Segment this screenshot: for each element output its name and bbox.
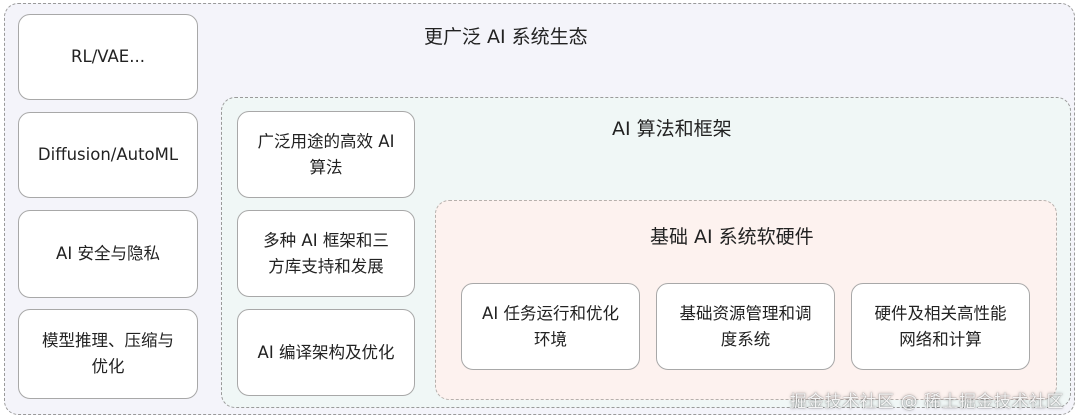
box-label: AI 任务运行和优化环境: [482, 303, 619, 349]
box-ai-security: AI 安全与隐私: [18, 210, 198, 298]
box-rl-vae: RL/VAE...: [18, 14, 198, 100]
box-label: 模型推理、压缩与优化: [42, 331, 174, 376]
box-task-runtime: AI 任务运行和优化环境: [461, 283, 640, 370]
box-label: RL/VAE...: [71, 47, 145, 67]
base-layer-title: 基础 AI 系统软硬件: [650, 226, 814, 248]
box-label: 硬件及相关高性能网络和计算: [874, 303, 1007, 349]
algo-layer-title: AI 算法和框架: [612, 118, 732, 140]
watermark: 掘金技术社区 @ 稀土掘金技术社区: [789, 392, 1064, 412]
box-diffusion-automl: Diffusion/AutoML: [18, 112, 198, 198]
box-hardware-network: 硬件及相关高性能网络和计算: [851, 283, 1030, 370]
box-ai-compiler: AI 编译架构及优化: [237, 309, 415, 396]
box-label: 多种 AI 框架和三方库支持和发展: [263, 230, 389, 276]
outer-layer-title: 更广泛 AI 系统生态: [424, 26, 588, 48]
box-resource-management: 基础资源管理和调度系统: [656, 283, 835, 370]
box-label: 基础资源管理和调度系统: [679, 303, 812, 349]
box-label: AI 编译架构及优化: [257, 342, 395, 362]
box-label: Diffusion/AutoML: [37, 145, 179, 165]
box-model-inference: 模型推理、压缩与优化: [18, 309, 198, 399]
box-label: AI 安全与隐私: [56, 244, 160, 264]
box-frameworks-libraries: 多种 AI 框架和三方库支持和发展: [237, 210, 415, 297]
